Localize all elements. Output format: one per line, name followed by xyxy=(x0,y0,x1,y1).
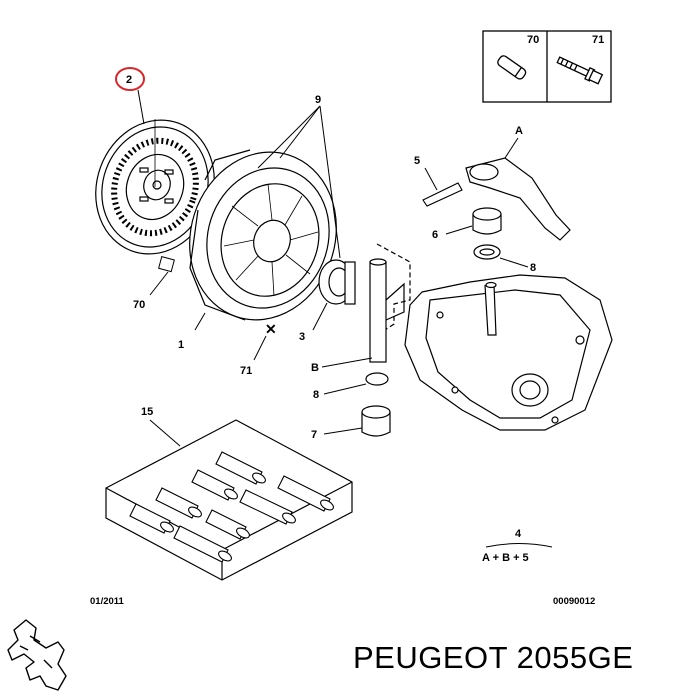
bolt-71-icon xyxy=(556,56,604,85)
label-6: 6 xyxy=(432,229,438,241)
label-3: 3 xyxy=(299,331,305,343)
seal-ring-upper-icon xyxy=(473,244,501,260)
label-71: 71 xyxy=(240,365,252,377)
highlight-circle xyxy=(115,67,145,91)
label-1: 1 xyxy=(178,339,184,351)
label-71-box: 71 xyxy=(592,34,604,46)
brace-4 xyxy=(485,543,553,548)
pushrod-5-icon xyxy=(422,182,463,207)
label-8-lower: 8 xyxy=(313,389,319,401)
inset-box xyxy=(482,30,612,103)
bushing-7-icon xyxy=(361,405,391,437)
diagram-date: 01/2011 xyxy=(90,596,125,607)
dowel-70-icon xyxy=(158,256,175,273)
bolt-71-marker-icon: ✕ xyxy=(265,321,277,337)
label-9: 9 xyxy=(315,94,321,106)
release-bearing-icon xyxy=(318,259,356,305)
leader-2 xyxy=(137,89,145,125)
label-70: 70 xyxy=(133,299,145,311)
diagram-ref: 00090012 xyxy=(553,596,595,607)
dowel-pin-70-icon xyxy=(497,55,527,80)
bush-6-icon xyxy=(472,207,502,235)
clutch-disc-icon xyxy=(95,119,215,255)
guide-tube-icon xyxy=(369,243,411,363)
seal-ring-icon xyxy=(365,372,389,386)
formula-4: A + B + 5 xyxy=(482,552,529,564)
label-b: B xyxy=(311,362,319,374)
part-number-caption: PEUGEOT 2055GE xyxy=(353,640,634,675)
label-7: 7 xyxy=(311,429,317,441)
label-4: 4 xyxy=(515,528,522,540)
release-fork-icon xyxy=(465,157,571,241)
pressure-plate-icon xyxy=(189,149,337,321)
label-8-upper: 8 xyxy=(530,262,536,274)
label-15: 15 xyxy=(141,406,153,418)
label-5: 5 xyxy=(414,155,420,167)
seal-kit-parts-icon xyxy=(129,451,334,563)
gearbox-housing-icon xyxy=(404,274,613,431)
peugeot-lion-logo xyxy=(7,619,67,691)
leader-9 xyxy=(257,105,341,259)
label-2: 2 xyxy=(126,74,132,86)
label-70-box: 70 xyxy=(527,34,539,46)
label-a: A xyxy=(515,125,523,137)
